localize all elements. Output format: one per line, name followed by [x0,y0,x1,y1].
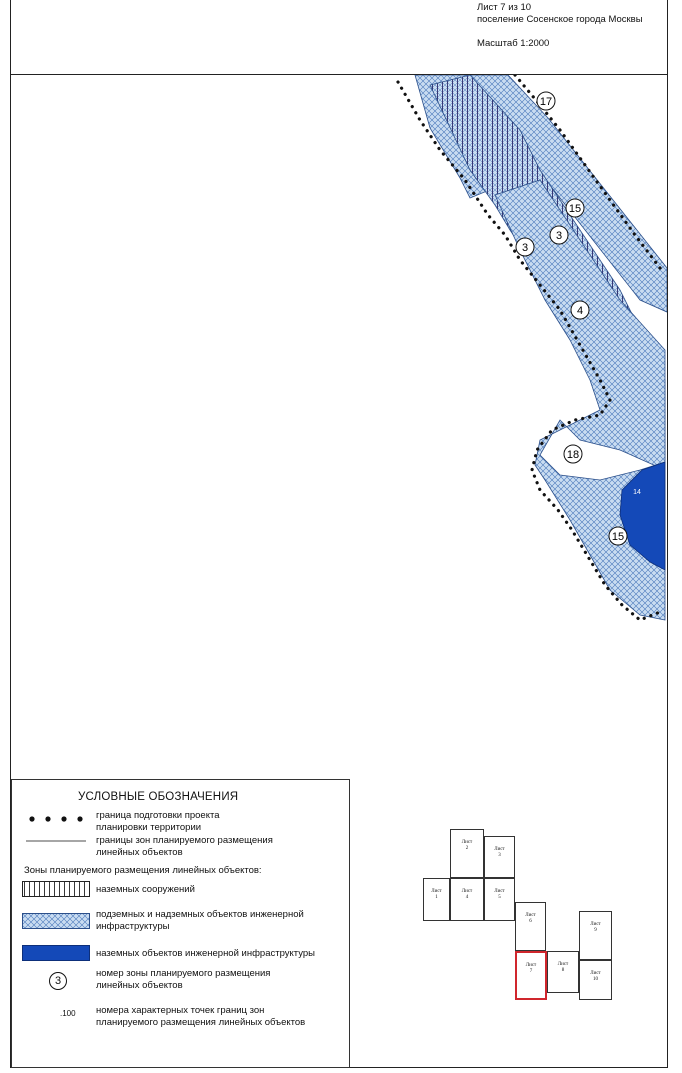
settlement-name: поселение Сосенское города Москвы [477,14,643,25]
point-number-sample: .100 [60,1009,76,1018]
ground-infra-object-14[interactable] [619,461,666,571]
legend-project-boundary: граница подготовки проекта планировки те… [96,810,220,833]
legend-ground-structures: наземных сооружений [96,884,195,895]
ground-infra-swatch [22,945,90,961]
sheet-cell-9[interactable]: Лист 9 [579,911,612,960]
zone-number: 15 [612,531,624,543]
legend-underground-objects: подземных и надземных объектов инженерно… [96,909,304,932]
thin-line-sample [26,840,86,842]
point-number-value: 100 [62,1009,76,1018]
zone-marker-14[interactable]: 14 [633,489,641,496]
map-scale: Масштаб 1:2000 [477,38,550,49]
legend-zone-number: номер зоны планируемого размещения линей… [96,968,271,991]
sheet-cell-7[interactable]: Лист 7 [515,951,547,1000]
zone-marker-3-left[interactable]: 3 [515,237,535,257]
header-separator [10,74,668,75]
zone-marker-15-top[interactable]: 15 [565,198,585,218]
zone-number: 4 [577,305,583,317]
legend-title: УСЛОВНЫЕ ОБОЗНАЧЕНИЯ [78,791,239,803]
title-block: Лист 7 из 10 поселение Сосенское города … [477,2,643,50]
zone-number: 3 [556,230,562,242]
legend-point-numbers: номера характерных точек границ зон план… [96,1005,306,1028]
zone-number: 15 [569,203,581,215]
ground-structures-swatch [22,881,90,897]
sheet-number: Лист 7 из 10 [477,2,532,13]
zone-number: 18 [567,449,579,461]
underground-objects-swatch [22,913,90,929]
zone-number: 3 [522,242,528,254]
project-boundary-right [513,75,662,270]
zone-marker-17[interactable]: 17 [536,91,556,111]
zone-marker-18[interactable]: 18 [563,444,583,464]
legend-zone-boundaries: границы зон планируемого размещения лине… [96,835,273,858]
legend-ground-infra: наземных объектов инженерной инфраструкт… [96,948,315,959]
sheet-cell-2[interactable]: Лист 2 [450,829,484,878]
zone-marker-15-bottom[interactable]: 15 [608,526,628,546]
sheet-cell-4[interactable]: Лист 4 [450,878,484,921]
zone-number: 17 [540,96,552,108]
zone-marker-4[interactable]: 4 [570,300,590,320]
dotted-boundary-sample [29,816,83,822]
zone-marker-3-right[interactable]: 3 [549,225,569,245]
legend-zones-heading: Зоны планируемого размещения линейных об… [24,865,262,876]
legend-box: УСЛОВНЫЕ ОБОЗНАЧЕНИЯ граница подготовки … [11,779,350,1068]
sheet-cell-8[interactable]: Лист 8 [547,951,579,993]
sheet-cell-10[interactable]: Лист 10 [579,960,612,1000]
zone-number: 14 [633,489,641,496]
sheet-cell-3[interactable]: Лист 3 [484,836,515,878]
sheet-cell-6[interactable]: Лист 6 [515,902,546,951]
sheet-cell-1[interactable]: Лист 1 [423,878,450,921]
sheet-cell-5[interactable]: Лист 5 [484,878,515,921]
zone-number-sample: 3 [49,972,67,990]
